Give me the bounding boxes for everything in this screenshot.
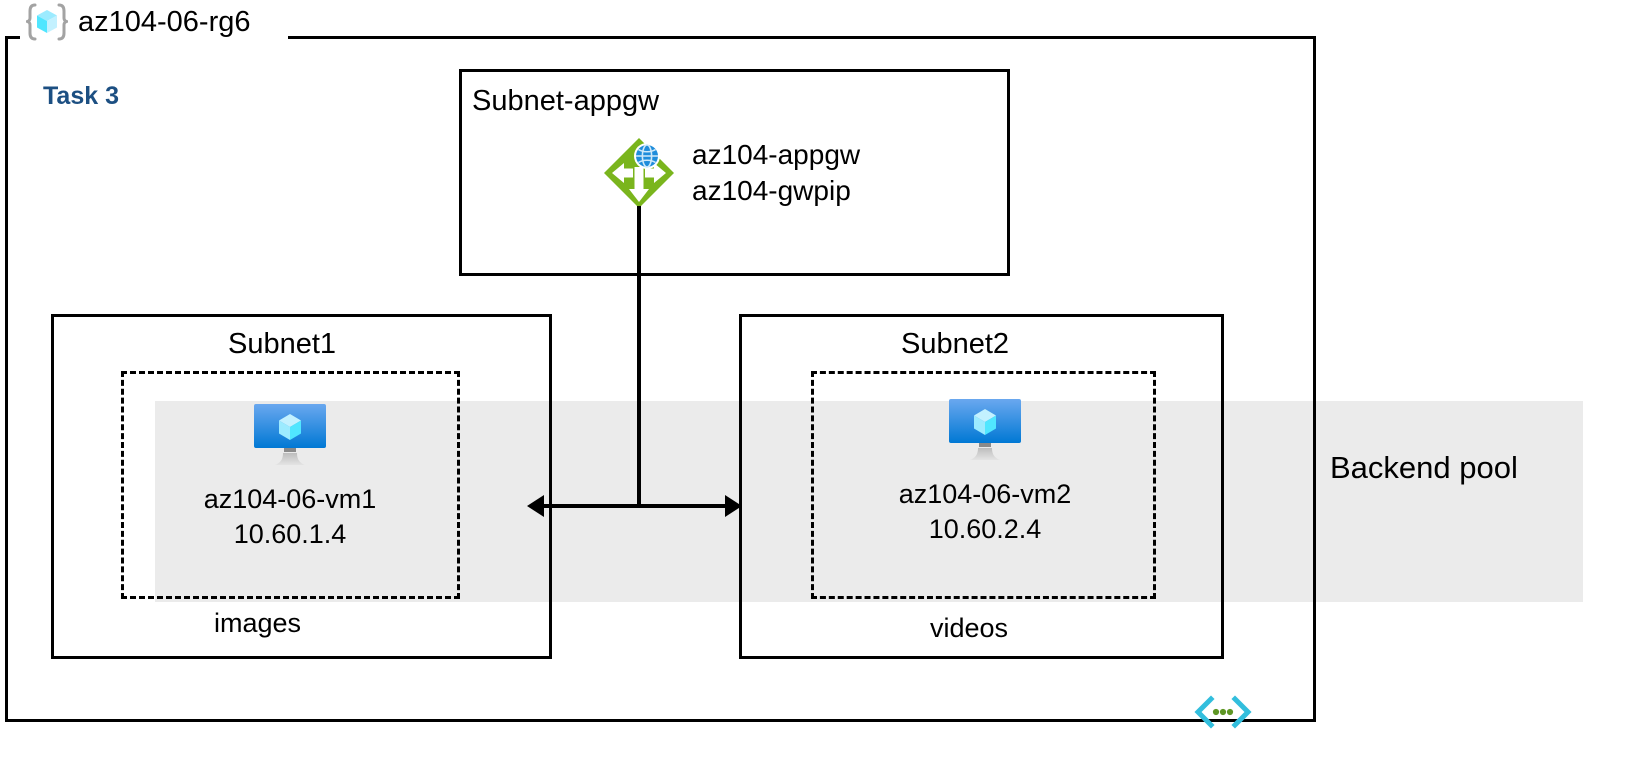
subnet-appgw-title: Subnet-appgw xyxy=(472,85,660,117)
vm2-node: az104-06-vm2 10.60.2.4 xyxy=(865,395,1105,547)
connector-arrowhead-right xyxy=(725,495,742,517)
resource-group-header: az104-06-rg6 xyxy=(20,2,257,42)
resource-group-cube-icon xyxy=(26,2,68,42)
vm2-labels: az104-06-vm2 10.60.2.4 xyxy=(899,477,1072,547)
resource-group-border-top-left xyxy=(5,36,29,39)
vm1-ip: 10.60.1.4 xyxy=(233,519,347,550)
gwpip-resource-name: az104-gwpip xyxy=(692,175,851,206)
subnet2-title: Subnet2 xyxy=(901,328,1010,360)
resource-group-border-top-right xyxy=(288,36,1316,39)
subnet1-share-label: images xyxy=(214,608,302,638)
appgw-resource-name: az104-appgw xyxy=(692,139,861,171)
application-gateway-icon xyxy=(600,134,678,212)
resource-group-border-bottom xyxy=(5,719,1316,722)
virtual-machine-icon xyxy=(945,395,1025,467)
resource-group-border-left xyxy=(5,36,8,722)
backend-pool-label: Backend pool xyxy=(1330,450,1518,485)
subnet2-box xyxy=(739,314,1224,659)
vm1-name: az104-06-vm1 xyxy=(203,484,377,514)
vm2-ip: 10.60.2.4 xyxy=(928,514,1042,545)
subnet2-vm-group xyxy=(811,371,1156,599)
resource-group-border-right xyxy=(1313,36,1316,722)
subnet1-vm-group xyxy=(121,371,460,599)
vm2-name: az104-06-vm2 xyxy=(898,479,1072,509)
connector-arrowhead-left xyxy=(527,495,544,517)
vm1-labels: az104-06-vm1 10.60.1.4 xyxy=(204,482,377,552)
task-label: Task 3 xyxy=(43,82,119,110)
vm1-node: az104-06-vm1 10.60.1.4 xyxy=(170,400,410,552)
subnet-appgw-box xyxy=(459,69,1010,276)
subnet1-box xyxy=(51,314,552,659)
virtual-machine-icon xyxy=(250,400,330,472)
subnet1-subnet2-connector xyxy=(533,504,741,508)
subnet1-title: Subnet1 xyxy=(228,328,337,360)
application-gateway-node: az104-appgw az104-gwpip xyxy=(600,134,860,212)
appgw-to-backend-connector xyxy=(637,206,641,506)
resource-group-title: az104-06-rg6 xyxy=(78,5,251,38)
application-gateway-resource-names: az104-appgw az104-gwpip xyxy=(692,137,860,209)
subnet2-share-label: videos xyxy=(930,613,1009,643)
backend-pool-band xyxy=(155,401,1583,602)
